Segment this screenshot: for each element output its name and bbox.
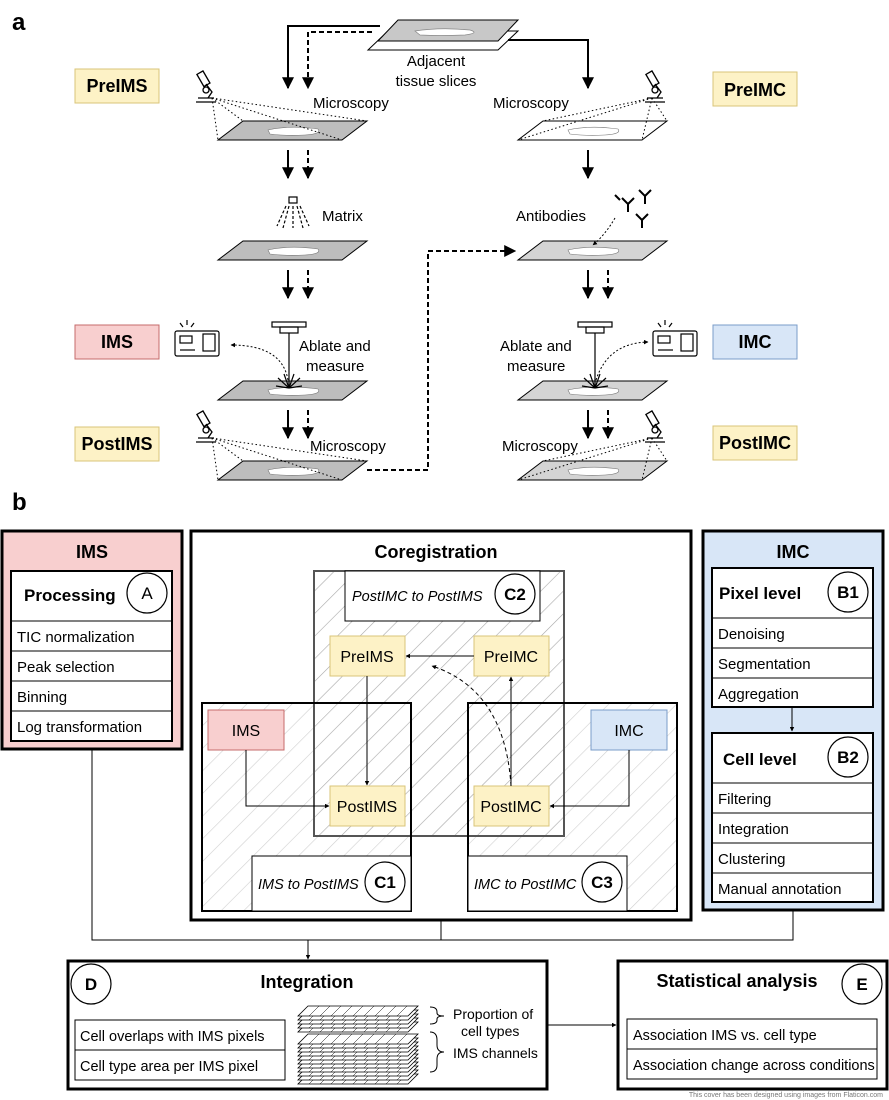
right-slide-2 xyxy=(516,240,669,261)
ablate-label-1: Ablate and xyxy=(299,338,371,355)
svg-text:Proportion of: Proportion of xyxy=(453,1006,533,1022)
list-item: TIC normalization xyxy=(17,629,135,646)
svg-text:IMC: IMC xyxy=(739,332,772,352)
imc-processing-box: IMC Pixel level B1 Denoising Segmentatio… xyxy=(701,529,885,912)
footnote: This cover has been designed using image… xyxy=(689,1092,883,1099)
right-slide-3 xyxy=(516,380,669,401)
svg-text:PostIMS: PostIMS xyxy=(81,434,152,454)
light-cones xyxy=(211,97,668,481)
statistical-analysis-box: Statistical analysis E Association IMS v… xyxy=(616,959,889,1091)
layer-stack-icon xyxy=(297,1005,419,1085)
list-item: Association IMS vs. cell type xyxy=(633,1028,817,1044)
sprayer-icon xyxy=(276,196,310,229)
ablate-label-1: Ablate and xyxy=(500,338,572,355)
ablate-label-2: measure xyxy=(306,358,364,375)
svg-text:Processing: Processing xyxy=(24,586,116,605)
tag-preims: PreIMS xyxy=(74,68,160,104)
svg-text:Pixel level: Pixel level xyxy=(719,584,801,603)
adjacent-slices xyxy=(366,19,520,51)
panel-a-label: a xyxy=(12,9,26,36)
list-item: Binning xyxy=(17,689,67,706)
left-slide-1 xyxy=(216,120,369,141)
list-item: Aggregation xyxy=(718,686,799,703)
node-ims: IMS xyxy=(232,723,260,740)
laser-icon xyxy=(271,321,307,389)
microscopy-label: Microscopy xyxy=(313,95,389,112)
svg-text:D: D xyxy=(85,975,97,994)
svg-text:B1: B1 xyxy=(837,583,859,602)
list-item: Integration xyxy=(718,821,789,838)
adjacent-label-1: Adjacent xyxy=(407,53,466,70)
svg-text:IMS: IMS xyxy=(76,542,108,562)
laser-icon xyxy=(577,321,613,389)
microscope-icon xyxy=(645,410,665,443)
panel-b-label: b xyxy=(12,489,27,516)
microscope-icon xyxy=(196,410,216,443)
microscope-icon xyxy=(196,70,216,103)
right-slide-4 xyxy=(516,460,669,481)
list-item: Peak selection xyxy=(17,659,115,676)
tag-postimc: PostIMC xyxy=(712,425,798,461)
tag-ims: IMS xyxy=(74,324,160,360)
svg-text:cell types: cell types xyxy=(461,1023,519,1039)
left-slide-3 xyxy=(216,380,369,401)
list-item: Segmentation xyxy=(718,656,811,673)
right-slide-1 xyxy=(516,120,669,141)
list-item: Filtering xyxy=(718,791,771,808)
ablate-label-2: measure xyxy=(507,358,565,375)
svg-text:E: E xyxy=(856,975,867,994)
microscopy-label: Microscopy xyxy=(310,438,386,455)
svg-text:PreIMS: PreIMS xyxy=(86,76,147,96)
node-postims: PostIMS xyxy=(337,799,397,816)
tag-imc: IMC xyxy=(712,324,798,360)
list-item: Cell type area per IMS pixel xyxy=(80,1059,258,1075)
svg-text:IMC: IMC xyxy=(777,542,810,562)
svg-text:C2: C2 xyxy=(504,585,526,604)
node-preimc: PreIMC xyxy=(484,649,538,666)
node-postimc: PostIMC xyxy=(480,799,541,816)
integration-box: D Integration Cell overlaps with IMS pix… xyxy=(66,959,549,1091)
svg-text:A: A xyxy=(141,584,153,603)
svg-text:Integration: Integration xyxy=(261,972,354,992)
list-item: Association change across conditions xyxy=(633,1058,875,1074)
coregistration-box: Coregistration PostIMC to PostIMS C2 IMS… xyxy=(189,529,693,922)
svg-text:IMS: IMS xyxy=(101,332,133,352)
matrix-label: Matrix xyxy=(322,208,363,225)
list-item: Clustering xyxy=(718,851,786,868)
spectrometer-icon xyxy=(174,320,220,357)
spectrometer-icon xyxy=(652,320,698,357)
antibodies-label: Antibodies xyxy=(516,208,586,225)
svg-text:C1: C1 xyxy=(374,873,396,892)
list-item: Denoising xyxy=(718,626,785,643)
tag-postims: PostIMS xyxy=(74,426,160,462)
microscopy-label: Microscopy xyxy=(502,438,578,455)
list-item: Log transformation xyxy=(17,719,142,736)
svg-text:C3: C3 xyxy=(591,873,613,892)
list-item: Cell overlaps with IMS pixels xyxy=(80,1029,265,1045)
svg-text:PreIMC: PreIMC xyxy=(724,80,786,100)
svg-text:PostIMC: PostIMC xyxy=(719,433,791,453)
tag-preimc: PreIMC xyxy=(712,71,798,107)
antibody-icon xyxy=(614,189,652,228)
svg-text:PostIMC to PostIMS: PostIMC to PostIMS xyxy=(352,589,483,605)
svg-text:B2: B2 xyxy=(837,748,859,767)
svg-text:Cell level: Cell level xyxy=(723,750,797,769)
node-imc: IMC xyxy=(614,723,643,740)
adjacent-label-2: tissue slices xyxy=(396,73,477,90)
left-slide-2 xyxy=(216,240,369,261)
svg-text:IMC to PostIMC: IMC to PostIMC xyxy=(474,877,577,893)
svg-text:IMS to PostIMS: IMS to PostIMS xyxy=(258,877,359,893)
node-preims: PreIMS xyxy=(340,649,393,666)
microscope-icon xyxy=(645,70,665,103)
list-item: Manual annotation xyxy=(718,881,841,898)
microscopy-label: Microscopy xyxy=(493,95,569,112)
svg-text:Coregistration: Coregistration xyxy=(374,542,497,562)
ims-processing-box: IMS Processing A TIC normalization Peak … xyxy=(0,529,184,751)
svg-text:Statistical analysis: Statistical analysis xyxy=(656,971,817,991)
svg-text:IMS channels: IMS channels xyxy=(453,1045,538,1061)
